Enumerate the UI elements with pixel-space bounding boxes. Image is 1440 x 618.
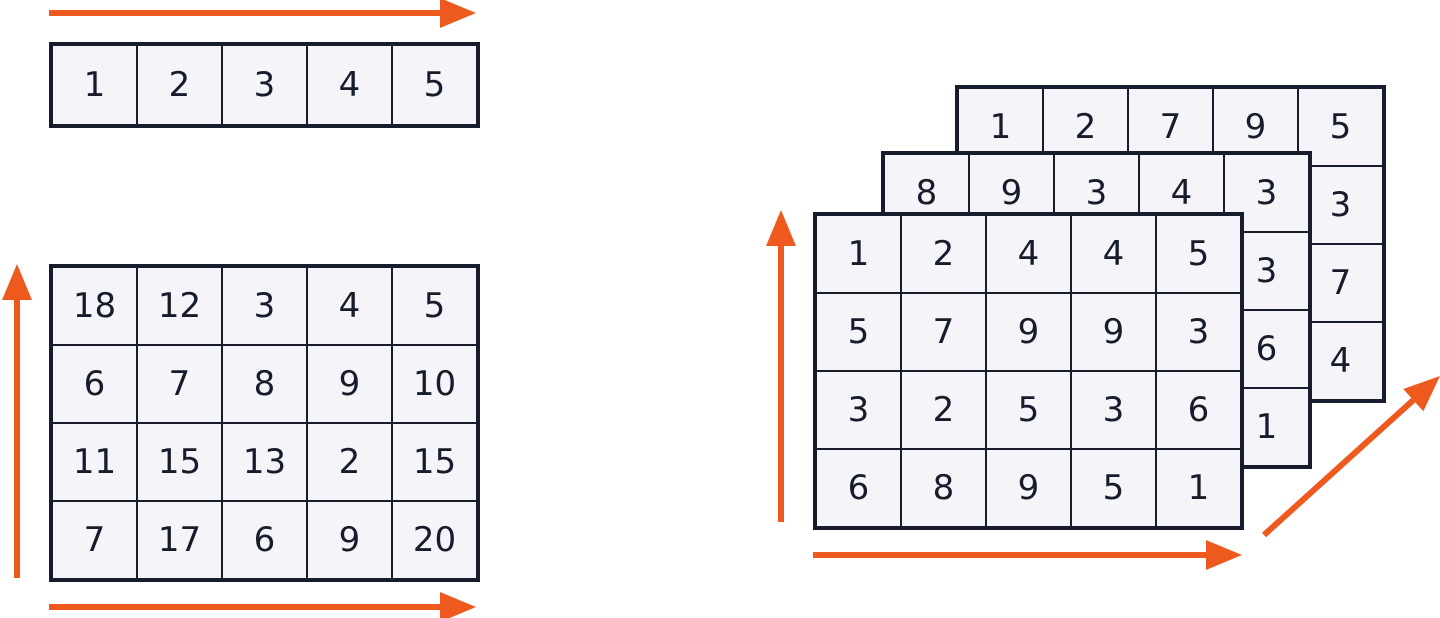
matrix-cell: 12 <box>137 267 222 345</box>
tensor-front-cell: 5 <box>1156 215 1241 293</box>
matrix-y-arrow <box>2 264 32 578</box>
tensor-back-cell: 5 <box>1298 88 1383 166</box>
tensor-front-cell: 8 <box>901 449 986 527</box>
vector-x-arrow <box>49 0 476 28</box>
matrix-cell: 10 <box>392 345 477 423</box>
tensor-front-cell: 3 <box>1071 371 1156 449</box>
matrix-cell: 6 <box>222 501 307 579</box>
vector-cell: 5 <box>392 45 477 125</box>
tensor-y-arrow <box>766 210 796 522</box>
tensor-front-cell: 3 <box>816 371 901 449</box>
tensor-front-cell: 5 <box>986 371 1071 449</box>
tensor-front-cell: 5 <box>1071 449 1156 527</box>
tensor-z-arrow <box>1261 376 1440 538</box>
matrix-cell: 17 <box>137 501 222 579</box>
tensor-front-cell: 2 <box>901 371 986 449</box>
tensor-back-cell: 4 <box>1298 322 1383 400</box>
matrix-cell: 15 <box>392 423 477 501</box>
tensor-x-arrow <box>813 540 1242 570</box>
matrix-cell: 9 <box>307 501 392 579</box>
matrix-cell: 7 <box>137 345 222 423</box>
tensor-front-cell: 4 <box>986 215 1071 293</box>
matrix-cell: 8 <box>222 345 307 423</box>
tensor-front-cell: 4 <box>1071 215 1156 293</box>
vector-cell: 3 <box>222 45 307 125</box>
tensor-front-cell: 9 <box>1071 293 1156 371</box>
matrix-cell: 13 <box>222 423 307 501</box>
tensor-front-cell: 9 <box>986 449 1071 527</box>
tensor-front-cell: 6 <box>1156 371 1241 449</box>
matrix-cell: 3 <box>222 267 307 345</box>
vector-cell: 2 <box>137 45 222 125</box>
vector-cell: 4 <box>307 45 392 125</box>
matrix-cell: 6 <box>52 345 137 423</box>
matrix-cell: 9 <box>307 345 392 423</box>
tensor-front-cell: 7 <box>901 293 986 371</box>
matrix-cell: 4 <box>307 267 392 345</box>
vector-cell: 1 <box>52 45 137 125</box>
tensor-front-cell: 6 <box>816 449 901 527</box>
matrix-x-arrow <box>49 592 476 618</box>
matrix-cell: 20 <box>392 501 477 579</box>
matrix-cell: 2 <box>307 423 392 501</box>
matrix-cell: 15 <box>137 423 222 501</box>
matrix-cell: 5 <box>392 267 477 345</box>
tensor-front-cell: 1 <box>816 215 901 293</box>
tensor-front-cell: 2 <box>901 215 986 293</box>
tensor-front-cell: 1 <box>1156 449 1241 527</box>
tensor-front-cell: 3 <box>1156 293 1241 371</box>
tensor-front-cell: 9 <box>986 293 1071 371</box>
tensor-front-cell: 5 <box>816 293 901 371</box>
matrix-cell: 7 <box>52 501 137 579</box>
tensor-back-cell: 3 <box>1298 166 1383 244</box>
matrix-cell: 18 <box>52 267 137 345</box>
matrix-cell: 11 <box>52 423 137 501</box>
